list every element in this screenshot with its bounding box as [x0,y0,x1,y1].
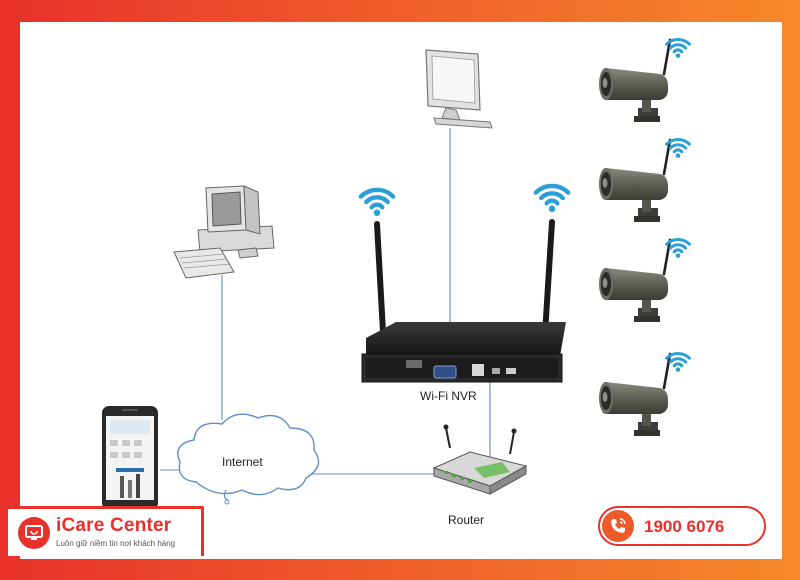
camera-group [597,37,691,438]
connection-lines [160,128,491,475]
wifi-icon [536,186,568,212]
wifi-icon [665,137,691,160]
smartphone-icon [102,406,158,510]
wifi-icon [665,237,691,260]
bullet-camera-icon [597,238,672,324]
hotline-badge[interactable]: 1900 6076 [598,506,766,546]
cloud-icon [177,413,320,505]
router-label: Router [448,513,484,527]
hotline-number[interactable]: 1900 6076 [644,517,725,536]
router-icon [432,424,528,495]
bullet-camera-icon [597,352,672,438]
nvr-device [361,219,566,383]
wifi-icon [665,37,691,60]
nvr-label: Wi-Fi NVR [420,389,477,403]
phone-icon [602,510,634,542]
wifi-icon [361,190,393,216]
wifi-icon [665,351,691,374]
internet-label: Internet [222,455,263,469]
bullet-camera-icon [597,138,672,224]
desktop-computer-icon [173,185,275,279]
bullet-camera-icon [597,38,672,124]
brand-name: iCare Center [56,515,172,536]
monitor-icon [425,49,493,129]
brand-logo-icon [18,517,50,549]
brand-badge: iCare Center Luôn giữ niềm tin nơi khách… [8,506,204,556]
brand-tagline: Luôn giữ niềm tin nơi khách hàng [56,539,176,548]
